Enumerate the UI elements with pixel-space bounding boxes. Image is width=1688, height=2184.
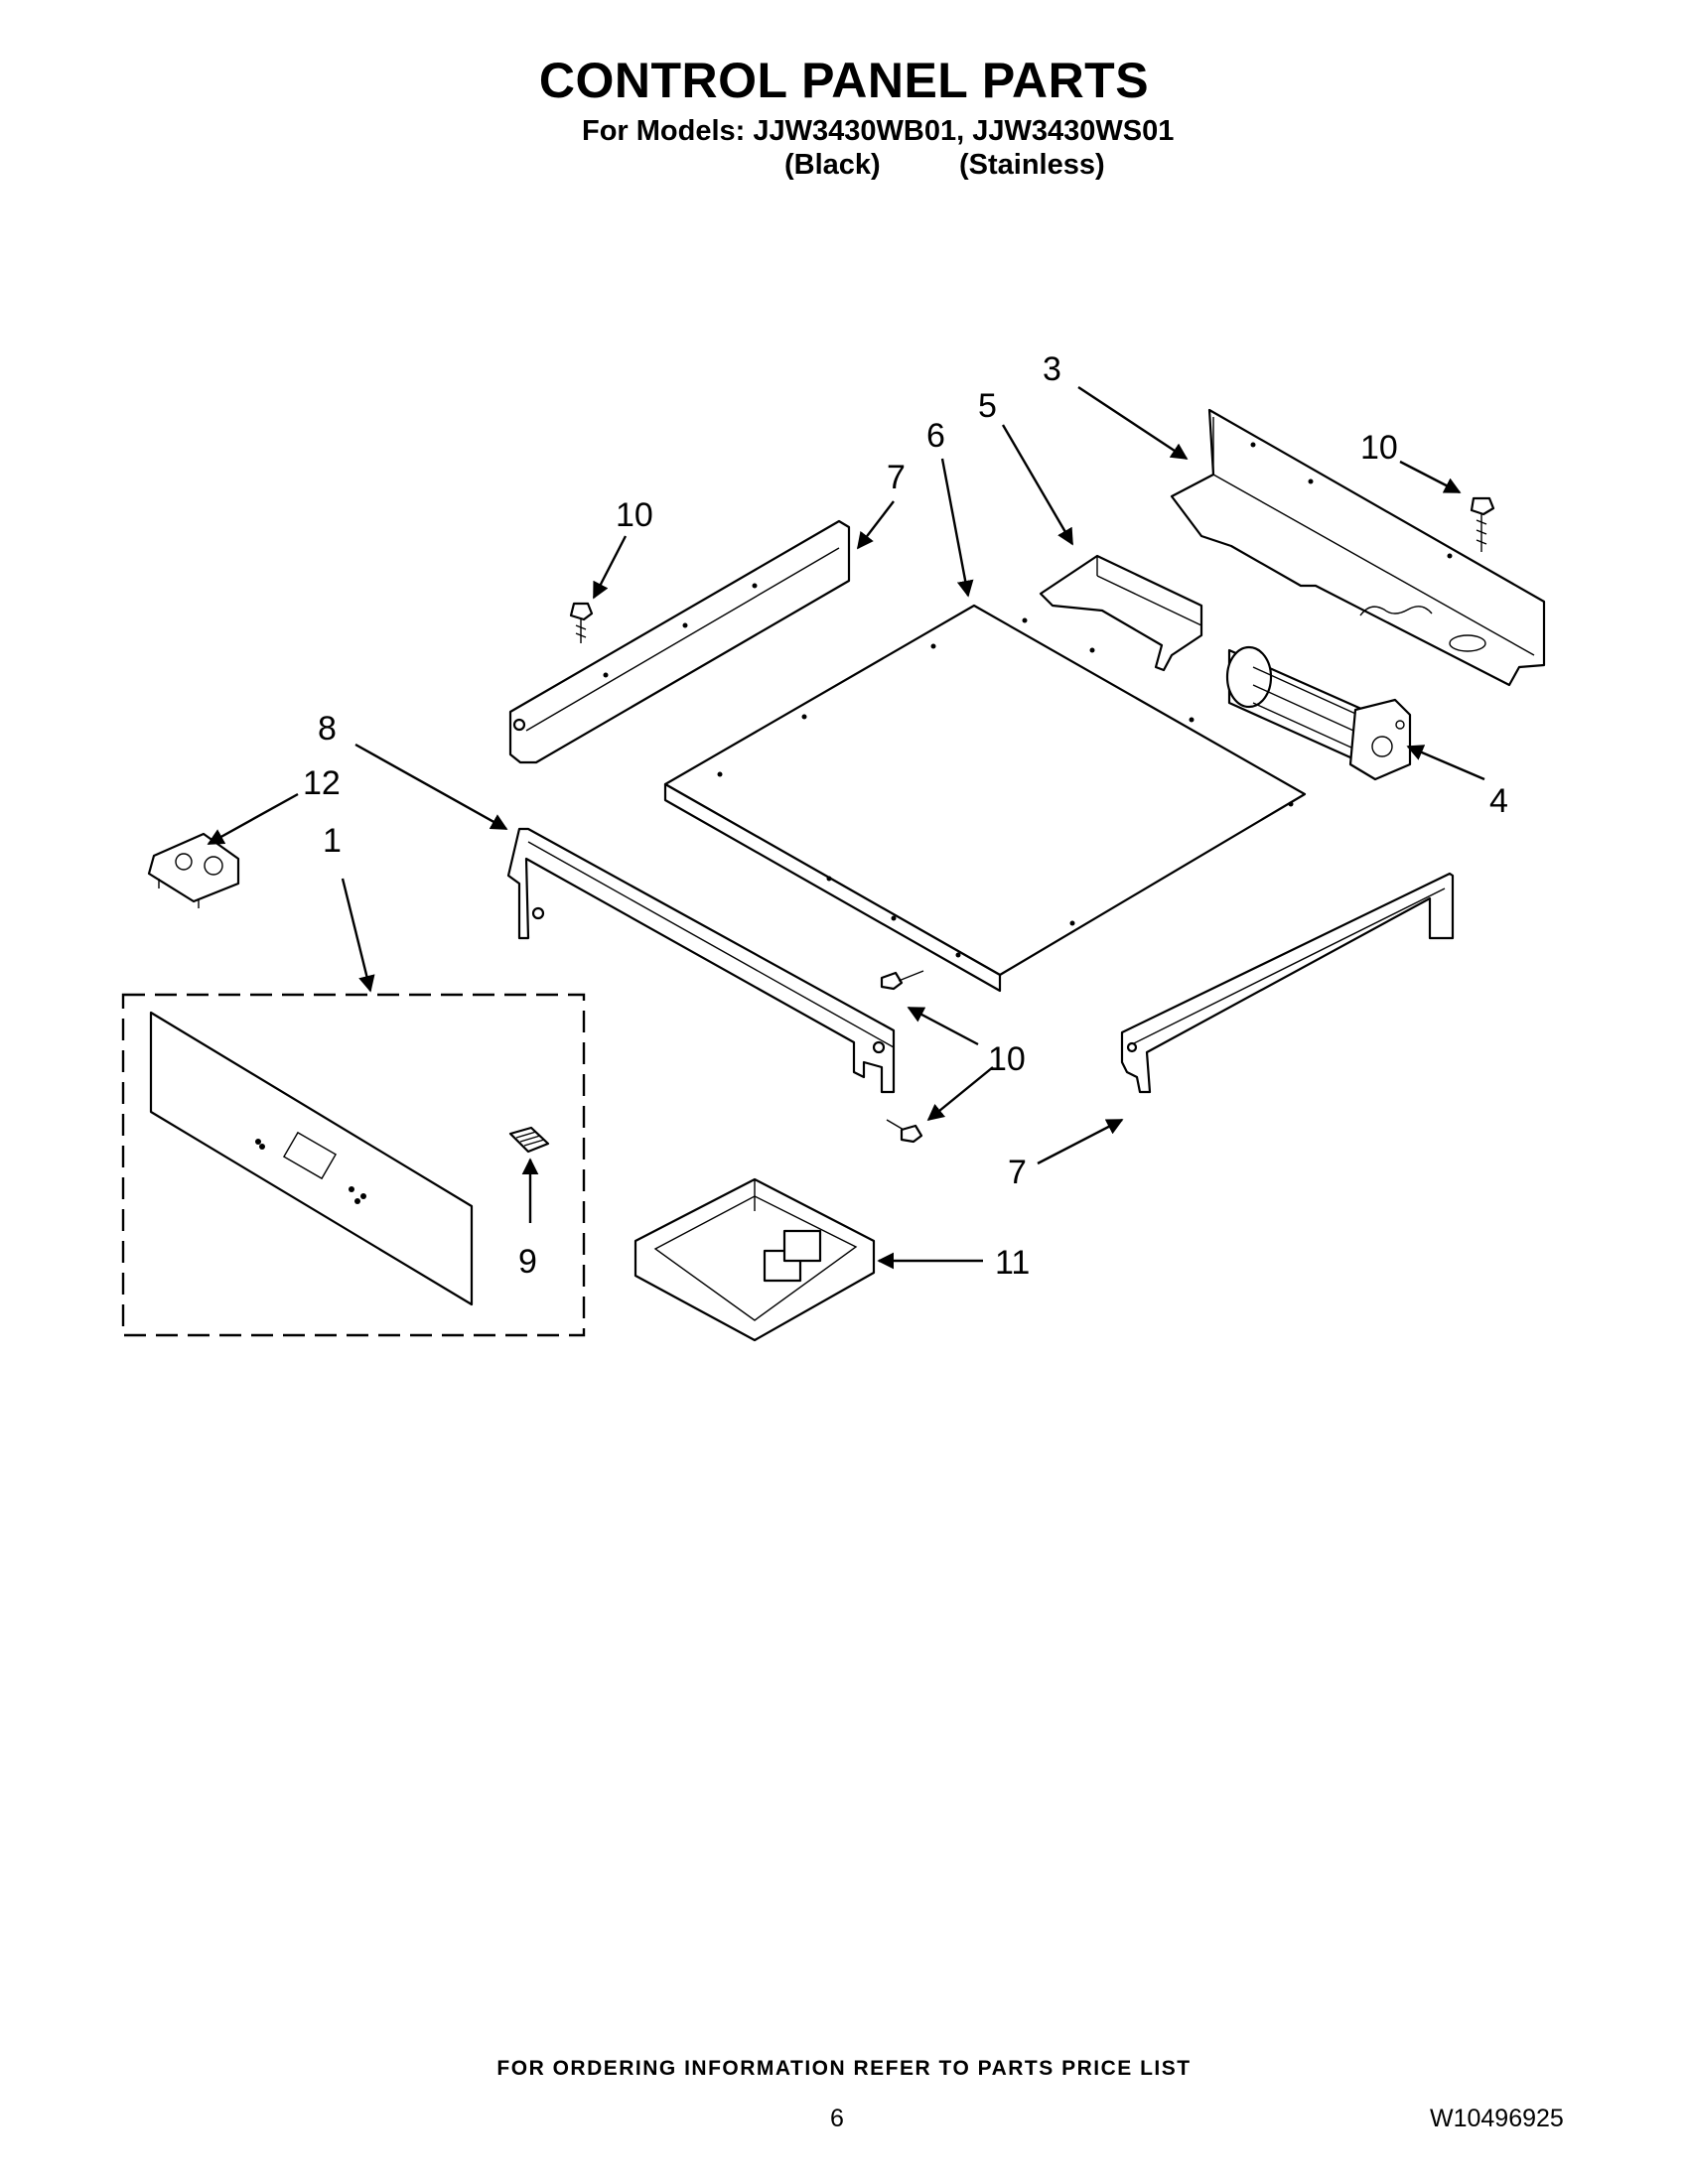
callout-7-bottom: 7 <box>1008 1154 1027 1191</box>
part-4-blower-fan <box>1225 645 1412 781</box>
part-1-kit-box <box>121 993 586 1337</box>
page-title: CONTROL PANEL PARTS <box>538 53 1150 108</box>
page-number: 6 <box>830 2105 844 2132</box>
part-10-screw-top-right <box>1470 496 1495 552</box>
callout-11: 11 <box>995 1244 1030 1282</box>
part-7-top-side-bracket <box>508 519 851 764</box>
models-line: For Models: JJW3430WB01, JJW3430WS01 <box>582 115 1175 147</box>
part-7-bottom-side-bracket <box>1120 872 1455 1094</box>
variant-black: (Black) <box>784 149 881 181</box>
callout-3: 3 <box>1043 350 1061 388</box>
callout-6: 6 <box>926 417 945 455</box>
variant-stainless: (Stainless) <box>959 149 1105 181</box>
part-10-screw-top-left <box>569 602 594 643</box>
document-number: W10496925 <box>1430 2105 1564 2132</box>
leader-lines <box>207 385 1485 1270</box>
callout-10-top-left: 10 <box>616 496 653 534</box>
callout-9: 9 <box>518 1243 537 1281</box>
callout-7-top: 7 <box>887 459 906 496</box>
part-3-rear-bracket <box>1170 408 1546 687</box>
part-8-front-bracket <box>506 827 896 1094</box>
callout-10-bottom: 10 <box>988 1040 1026 1078</box>
ordering-note: FOR ORDERING INFORMATION REFER TO PARTS … <box>496 2057 1192 2080</box>
callout-12: 12 <box>303 764 341 802</box>
part-5-small-bracket <box>1039 554 1203 672</box>
callout-8: 8 <box>318 710 337 748</box>
callout-4: 4 <box>1489 782 1508 820</box>
part-10-screw-middle <box>880 970 924 991</box>
part-9-connector <box>508 1126 550 1154</box>
callout-5: 5 <box>978 387 997 425</box>
part-12-small-board <box>147 832 240 908</box>
callout-10-top-right: 10 <box>1360 429 1398 467</box>
part-6-top-panel <box>663 604 1307 993</box>
part-11-control-board <box>633 1177 876 1342</box>
part-10-screw-bottom <box>886 1119 923 1144</box>
callout-1: 1 <box>323 822 342 860</box>
